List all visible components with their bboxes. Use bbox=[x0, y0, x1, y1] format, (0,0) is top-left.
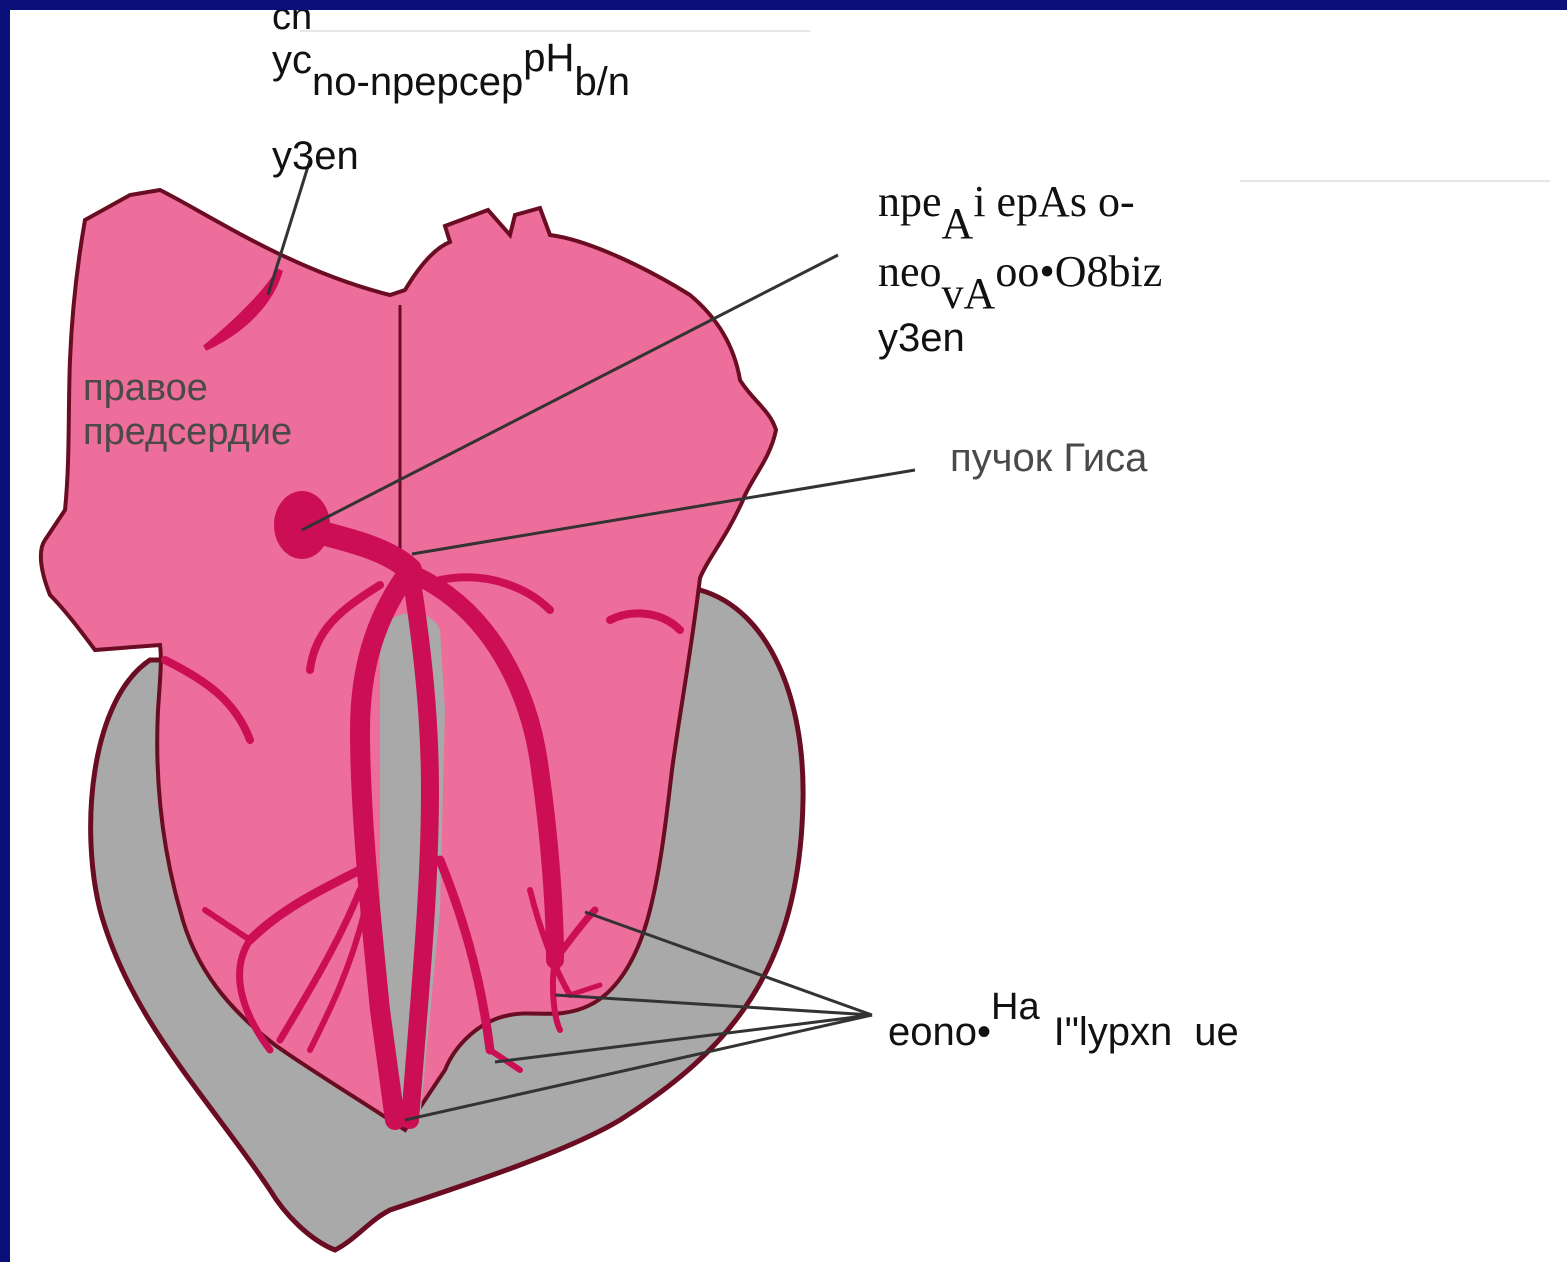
av-node-label-1b: i epAs o- bbox=[973, 177, 1134, 226]
sa-node-label-mid: no-npepcep bbox=[312, 60, 523, 104]
purkinje-label-c: ue bbox=[1194, 1010, 1239, 1054]
right-atrium-label: правое предсердие bbox=[83, 366, 292, 454]
slide: cn ycno-npepceppHb/n y3en npeAi epAs o- … bbox=[10, 10, 1567, 1262]
av-node-label-line2: neovAoo•O8biz bbox=[878, 246, 1162, 297]
sa-node-label-fragment: cn bbox=[272, 10, 312, 39]
av-node-label-2sub: vA bbox=[942, 269, 996, 318]
scan-artifact bbox=[1240, 180, 1550, 182]
sa-node-label-line1: ycno-npepceppHb/n bbox=[272, 38, 630, 83]
heart-conduction-diagram bbox=[10, 10, 1567, 1262]
av-node-label-line3: y3en bbox=[878, 316, 965, 361]
purkinje-label-sup: Ha bbox=[991, 986, 1040, 1028]
sa-node-label-line2: y3en bbox=[272, 134, 359, 179]
sa-node-label-sup: pH bbox=[523, 36, 574, 80]
sa-node-label-yc: yc bbox=[272, 38, 312, 82]
right-atrium-label-line2: предсердие bbox=[83, 410, 292, 454]
purkinje-label-b: I"lypxn bbox=[1054, 1010, 1173, 1054]
av-node-label-1a: npe bbox=[878, 177, 942, 226]
av-node-label-2b: oo•O8biz bbox=[995, 247, 1162, 296]
av-node-label-2a: neo bbox=[878, 247, 942, 296]
av-node-label-line1: npeAi epAs o- bbox=[878, 176, 1135, 227]
right-atrium-label-line1: правое bbox=[83, 366, 292, 410]
av-node-label-1sub: A bbox=[942, 199, 974, 248]
his-bundle-label: пучок Гиса bbox=[950, 436, 1147, 481]
sa-node-label-sub: b/n bbox=[574, 60, 630, 104]
scan-artifact bbox=[300, 30, 810, 32]
purkinje-label-a: eono• bbox=[888, 1010, 991, 1054]
